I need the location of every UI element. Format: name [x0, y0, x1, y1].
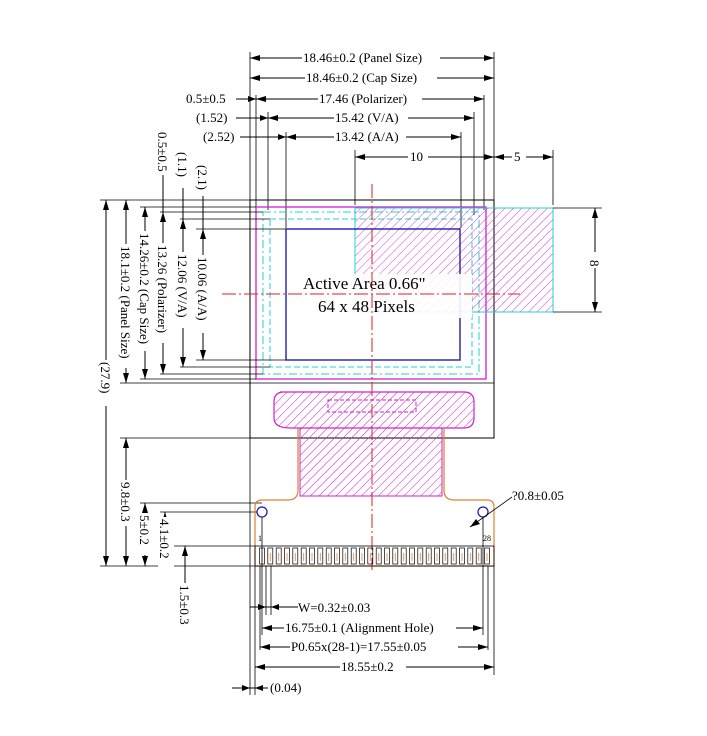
fpc-pad — [359, 547, 365, 565]
fpc-pad — [450, 547, 457, 565]
dim-10-label: 10 — [410, 149, 423, 164]
aa-width-label: 13.42 (A/A) — [335, 129, 399, 144]
fpc-stiffener — [299, 427, 443, 497]
fpc-pad — [425, 547, 432, 565]
fpc-pad — [267, 547, 274, 565]
active-area-title: Active Area 0.66" — [303, 274, 426, 293]
right-dimension-8: 8 — [553, 207, 603, 313]
fpc-5-label: 5±0.2 — [137, 515, 152, 545]
fpc-41-label: 4.1±0.2 — [157, 519, 172, 559]
offset-05-label: 0.5±0.5 — [186, 91, 226, 106]
panel-height-label: 18.1±0.2 (Panel Size) — [118, 246, 133, 359]
fpc-pad — [350, 547, 357, 565]
v-offset-11-label: (1.1) — [175, 152, 190, 177]
fpc-pad — [342, 547, 349, 565]
fpc-pad — [375, 547, 382, 565]
fpc-pad — [292, 547, 299, 565]
fpc-flex: ?0.8±0.05 28 1 — [254, 391, 564, 567]
fpc-15-label: 1.5±0.3 — [177, 585, 192, 625]
active-area-pixels: 64 x 48 Pixels — [318, 297, 415, 316]
hole-diameter-label: ?0.8±0.05 — [512, 488, 564, 503]
v-offset-05-label: 0.5±0.5 — [155, 132, 170, 172]
left-dimensions: 0.5±0.5 (1.1) (2.1) 10.06 (A/A) 12.06 (V… — [98, 132, 286, 633]
pitch-label: P0.65x(28-1)=17.55±0.05 — [291, 639, 426, 654]
fpc-pad — [459, 547, 465, 565]
aa-height-label: 10.06 (A/A) — [195, 257, 210, 321]
fpc-pad — [384, 547, 390, 565]
driver-ic — [327, 399, 417, 413]
fpc-pad — [484, 547, 490, 565]
fpc-pad — [400, 547, 407, 565]
fpc-pad — [475, 547, 482, 565]
fpc-pad — [284, 547, 290, 565]
offset-252-label: (2.52) — [203, 129, 234, 144]
total-height-label: (27.9) — [98, 362, 113, 393]
cap-height-label: 14.26±0.2 (Cap Size) — [137, 233, 152, 344]
fpc-pad — [467, 547, 474, 565]
fpc-pad — [309, 547, 315, 565]
fpc-pad — [442, 547, 449, 565]
fpc-pad — [317, 547, 324, 565]
dim-8-label: 8 — [587, 260, 602, 267]
fpc-width-label: 18.55±0.2 — [341, 659, 394, 674]
panel-size-width-label: 18.46±0.2 (Panel Size) — [303, 50, 422, 65]
alignment-hole-left — [256, 506, 268, 518]
fpc-pad — [417, 547, 424, 565]
cap-size-width-label: 18.46±0.2 (Cap Size) — [306, 70, 417, 85]
fpc-pad — [334, 547, 340, 565]
fpc-pad — [275, 547, 282, 565]
pin-1-label: 1 — [258, 534, 262, 543]
va-width-label: 15.42 (V/A) — [335, 110, 399, 125]
offset-004-label: (0.04) — [270, 680, 301, 695]
bottom-dimensions: W=0.32±0.03 16.75±0.1 (Alignment Hole) P… — [232, 438, 495, 695]
fpc-pad — [434, 547, 440, 565]
fpc-pad — [300, 547, 307, 565]
pad-width-label: W=0.32±0.03 — [298, 600, 370, 615]
fpc-pad — [409, 547, 415, 565]
fpc-pad — [392, 547, 399, 565]
va-height-label: 12.06 (V/A) — [175, 254, 190, 318]
offset-152-label: (1.52) — [196, 110, 227, 125]
ic-bond-area — [273, 391, 475, 429]
fpc-pad — [325, 547, 332, 565]
polarizer-height-label: 13.26 (Polarizer) — [155, 245, 170, 333]
dim-5-label: 5 — [514, 149, 521, 164]
pad-row — [254, 545, 495, 567]
fpc-98-label: 9.8±0.3 — [118, 482, 133, 522]
v-offset-21-label: (2.1) — [195, 165, 210, 190]
top-dimensions: 18.46±0.2 (Panel Size) 18.46±0.2 (Cap Si… — [186, 50, 554, 228]
pin-28-label: 28 — [483, 534, 491, 543]
polarizer-width-label: 17.46 (Polarizer) — [319, 91, 407, 106]
fpc-pad — [367, 547, 374, 565]
panel-body: Active Area 0.66" 64 x 48 Pixels — [222, 184, 554, 570]
align-hole-span-label: 16.75±0.1 (Alignment Hole) — [285, 620, 434, 635]
